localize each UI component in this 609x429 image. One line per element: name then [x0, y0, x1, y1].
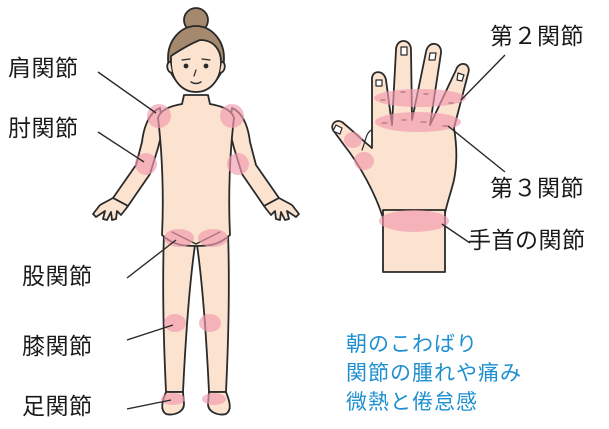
label-hip: 股関節: [22, 266, 93, 289]
symptom-item: 関節の腫れや痛み: [346, 359, 522, 388]
leader-elbow: [98, 132, 144, 162]
joint-ankle-left: [161, 393, 185, 405]
label-elbow: 肘関節: [8, 118, 79, 141]
leader-shoulder: [98, 72, 156, 113]
joint-ankle-right: [202, 393, 226, 405]
joint-pip-band: [374, 89, 466, 107]
body-figure: [93, 95, 299, 415]
joint-knee-right: [199, 314, 221, 332]
joint-thumb-base: [354, 152, 374, 170]
symptom-item: 微熱と倦怠感: [346, 388, 478, 417]
joint-elbow-left: [135, 153, 157, 175]
label-pip: 第２関節: [490, 26, 584, 49]
leader-wrist: [442, 224, 470, 243]
label-mcp: 第３関節: [490, 178, 584, 201]
joint-elbow-right: [227, 153, 249, 175]
label-shoulder: 肩関節: [8, 58, 79, 81]
joint-thumb: [344, 132, 362, 148]
head: [167, 8, 225, 92]
joint-hip-left: [164, 229, 194, 247]
label-knee: 膝関節: [22, 336, 93, 359]
joint-knee-left: [164, 314, 186, 332]
label-wrist: 手首の関節: [468, 230, 586, 253]
joint-mcp-band: [375, 112, 461, 132]
joint-shoulder-left: [147, 104, 171, 128]
joint-hip-right: [198, 229, 228, 247]
joint-shoulder-right: [220, 104, 244, 128]
joint-wrist-band: [379, 210, 449, 232]
symptom-item: 朝のこわばり: [346, 330, 478, 359]
hand-illustration: [332, 41, 469, 272]
label-ankle: 足関節: [22, 396, 93, 419]
